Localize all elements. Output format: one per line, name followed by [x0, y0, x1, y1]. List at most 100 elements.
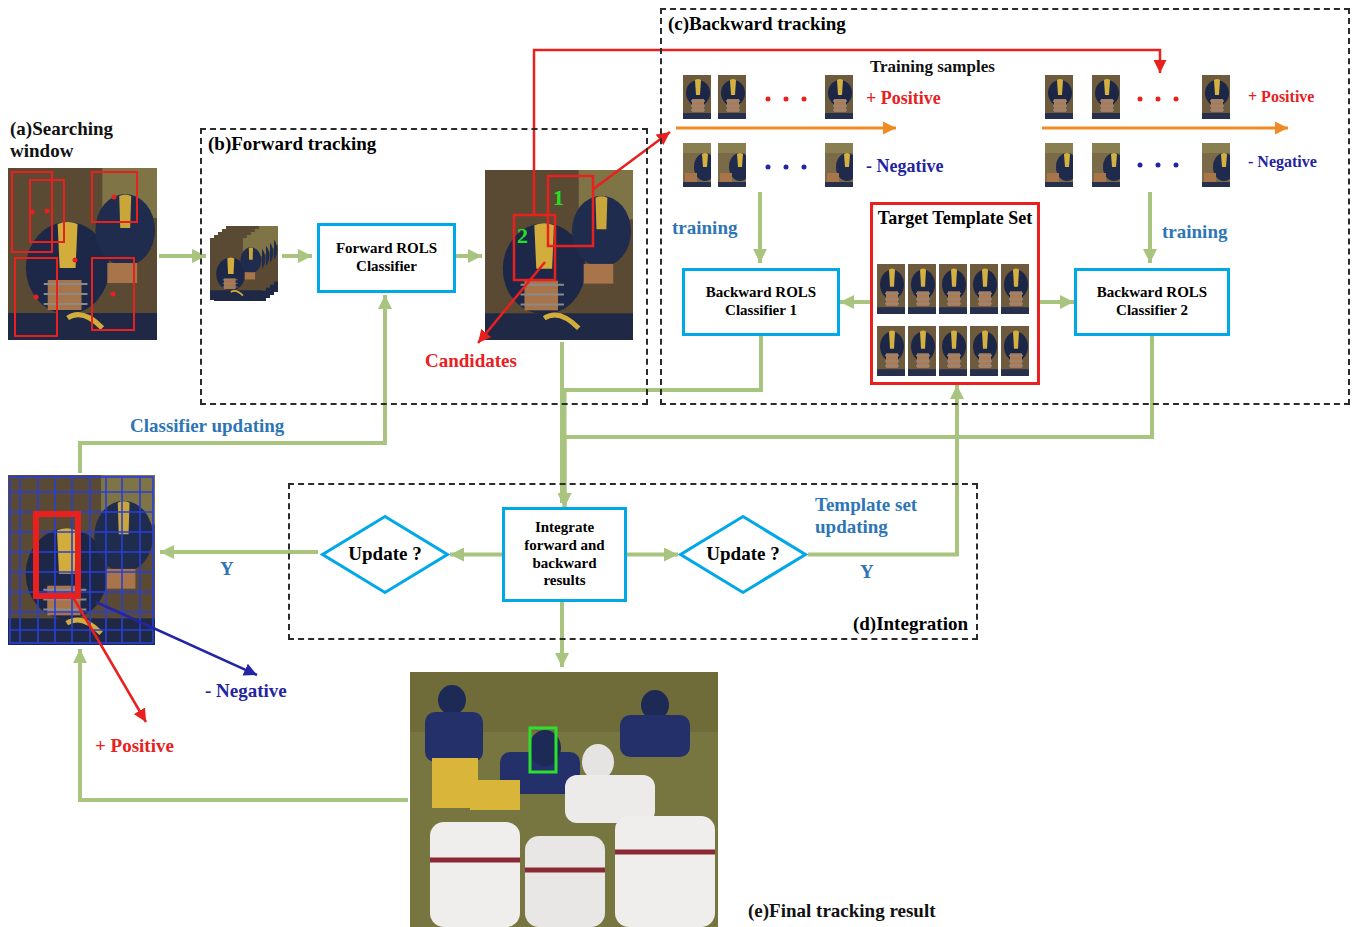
flow-arrow	[560, 602, 564, 667]
node-title: Forward ROLS Classifier	[330, 240, 443, 275]
dot	[802, 165, 807, 170]
decision-diamond: Update ?	[678, 515, 808, 594]
connector	[808, 385, 957, 555]
dot	[112, 195, 117, 200]
ellipsis-dots	[766, 163, 1179, 170]
photo	[8, 168, 157, 340]
candidate-arrow	[592, 132, 670, 190]
jersey-stripe	[430, 852, 715, 870]
text-label: Training samples	[870, 57, 995, 77]
search-box	[92, 172, 137, 222]
dot	[766, 165, 771, 170]
template-image	[1001, 326, 1029, 376]
template-image	[970, 326, 998, 376]
player	[430, 822, 520, 927]
sample-arrow	[1042, 127, 1288, 130]
candidate-box	[514, 215, 555, 280]
dot	[1156, 163, 1161, 168]
flow-arrows	[70, 50, 1288, 800]
flow-arrow	[159, 254, 206, 258]
template-image	[877, 326, 905, 376]
positive-sample	[718, 75, 746, 119]
leader-line	[478, 262, 545, 343]
searching-window-image	[8, 168, 157, 340]
connector	[450, 553, 502, 557]
connector	[627, 553, 678, 557]
node-title: (b)Forward tracking	[208, 133, 376, 155]
frame	[210, 238, 262, 300]
text-label: training	[672, 217, 737, 239]
dot	[1174, 163, 1179, 168]
panel-title: (a)Searching window	[10, 118, 150, 163]
player	[425, 712, 483, 762]
training-samples	[683, 75, 1235, 187]
dot	[802, 97, 807, 102]
candidate-image	[485, 170, 633, 340]
text-label: Candidates	[425, 350, 517, 372]
edge-label: Y	[858, 561, 876, 583]
dot	[1138, 163, 1143, 168]
template-image	[970, 264, 998, 314]
node-title: Update ?	[348, 543, 421, 565]
decision-diamond: Update ?	[320, 515, 450, 594]
player	[525, 836, 605, 927]
template-image	[877, 264, 905, 314]
negative-sample	[683, 143, 716, 187]
search-dots	[30, 195, 117, 300]
node-title: Target Template Set	[876, 208, 1034, 229]
field	[410, 672, 718, 927]
text-label: - Negative	[866, 156, 943, 177]
text-label: + Positive	[95, 735, 174, 757]
connector	[840, 300, 870, 304]
positive-sample	[1092, 75, 1120, 119]
search-box	[30, 180, 64, 242]
positive-box	[36, 514, 78, 596]
search-box	[15, 258, 57, 336]
sample-arrow	[676, 127, 896, 130]
node-title: (d)Integration	[853, 613, 968, 635]
dot	[30, 210, 35, 215]
dot	[73, 258, 78, 263]
flow-arrow	[456, 254, 482, 258]
text-label: - Negative	[1248, 153, 1317, 172]
dot	[784, 97, 789, 102]
dot	[1138, 97, 1143, 102]
player	[615, 816, 715, 927]
node-title: Backward ROLS Classifier 2	[1085, 284, 1219, 319]
text-label: Template set updating	[815, 494, 945, 539]
diamond-shape	[681, 517, 806, 593]
dot	[45, 209, 50, 214]
candidate-arrow	[534, 50, 1160, 214]
callout-number: 1	[553, 185, 564, 211]
node-title: (c)Backward tracking	[668, 13, 846, 35]
frame-stack	[210, 226, 278, 301]
classifier-update-arrow	[80, 295, 385, 473]
template-image	[908, 326, 936, 376]
node-title: Integrate forward and backward results	[520, 519, 609, 590]
diamond-shape	[323, 517, 448, 593]
search-boxes	[12, 172, 137, 336]
leader-line	[70, 592, 146, 722]
negative-sample	[825, 143, 858, 187]
text-label: training	[1162, 221, 1227, 243]
search-box	[12, 172, 52, 252]
photo	[485, 170, 633, 340]
dot	[1156, 97, 1161, 102]
ellipsis-dots	[766, 97, 1179, 102]
feedback-arrow	[80, 649, 408, 800]
process-box: Backward ROLS Classifier 2	[1074, 268, 1230, 336]
negative-sample	[1202, 143, 1235, 187]
search-box	[92, 258, 134, 330]
process-box: Forward ROLS Classifier	[317, 223, 456, 293]
player	[438, 685, 466, 715]
process-box: Backward ROLS Classifier 1	[682, 268, 840, 336]
dot	[766, 97, 771, 102]
player	[582, 744, 614, 780]
negative-sample	[718, 143, 751, 187]
connector	[565, 336, 1153, 507]
negative-sample	[1045, 143, 1078, 187]
connector	[1040, 300, 1074, 304]
